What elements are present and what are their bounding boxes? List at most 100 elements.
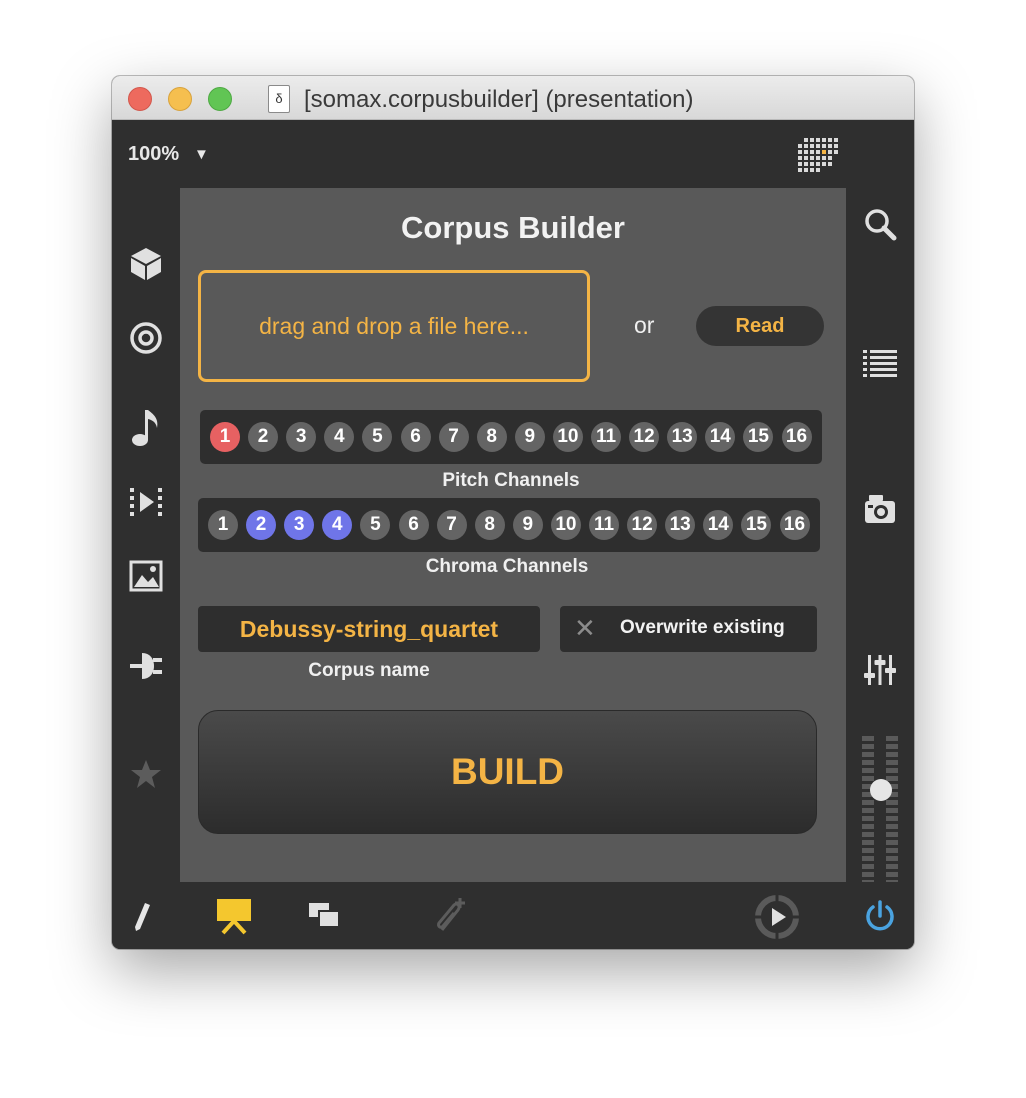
star-icon[interactable] xyxy=(128,756,164,792)
step-play-icon[interactable] xyxy=(128,484,164,520)
pencil-icon[interactable] xyxy=(130,900,154,934)
pitch-channel-button-8[interactable]: 8 xyxy=(476,422,507,452)
meter-segment xyxy=(886,840,898,845)
overwrite-existing-label: Overwrite existing xyxy=(620,617,785,638)
corpus-name-field[interactable]: Debussy-string_quartet xyxy=(198,606,540,652)
chroma-channel-button-3[interactable]: 3 xyxy=(284,510,315,540)
zoom-dropdown-arrow-icon[interactable]: ▼ xyxy=(194,146,209,163)
build-button[interactable]: BUILD xyxy=(198,710,817,834)
meter-segment xyxy=(886,776,898,781)
music-note-icon[interactable] xyxy=(128,410,164,446)
read-button[interactable]: Read xyxy=(696,306,824,346)
title-bar: δ [somax.corpusbuilder] (presentation) xyxy=(112,76,914,120)
meter-segment xyxy=(886,736,898,741)
meter-segment xyxy=(886,832,898,837)
meter-segment xyxy=(886,792,898,797)
pitch-channel-button-6[interactable]: 6 xyxy=(400,422,431,452)
pitch-channel-button-16[interactable]: 16 xyxy=(781,422,812,452)
chroma-channel-button-11[interactable]: 11 xyxy=(589,510,619,540)
pitch-channel-button-7[interactable]: 7 xyxy=(438,422,469,452)
meter-segment xyxy=(862,736,874,741)
pitch-channel-button-9[interactable]: 9 xyxy=(514,422,545,452)
image-icon[interactable] xyxy=(128,558,164,594)
meter-segment xyxy=(886,856,898,861)
pitch-channel-button-13[interactable]: 13 xyxy=(667,422,698,452)
meter-segment xyxy=(886,768,898,773)
chroma-channel-button-13[interactable]: 13 xyxy=(665,510,696,540)
pitch-channel-button-1[interactable]: 1 xyxy=(210,422,240,452)
meter-segment xyxy=(886,800,898,805)
sliders-icon[interactable] xyxy=(862,652,898,688)
page-title: Corpus Builder xyxy=(401,210,625,245)
or-label: or xyxy=(634,312,655,338)
minimize-window-button[interactable] xyxy=(168,87,192,111)
grid-icon[interactable] xyxy=(798,136,840,181)
cube-icon[interactable] xyxy=(128,246,164,282)
meter-segment xyxy=(862,784,874,789)
chroma-channel-button-9[interactable]: 9 xyxy=(512,510,543,540)
meter-segment xyxy=(862,840,874,845)
paperclip-add-icon[interactable] xyxy=(432,896,468,934)
chroma-channel-button-16[interactable]: 16 xyxy=(779,510,810,540)
zoom-window-button[interactable] xyxy=(208,87,232,111)
pitch-channel-button-3[interactable]: 3 xyxy=(286,422,317,452)
meter-segment xyxy=(862,768,874,773)
right-sidebar xyxy=(846,188,914,949)
play-circle-icon[interactable] xyxy=(752,892,802,942)
windows-icon[interactable] xyxy=(306,900,342,932)
plug-icon[interactable] xyxy=(128,648,164,684)
meter-segment xyxy=(862,744,874,749)
document-icon: δ xyxy=(268,85,290,113)
dropzone-label: drag and drop a file here... xyxy=(259,312,529,339)
pitch-channel-button-12[interactable]: 12 xyxy=(629,422,660,452)
meter-segment xyxy=(886,808,898,813)
chroma-channel-button-15[interactable]: 15 xyxy=(741,510,772,540)
app-window: δ [somax.corpusbuilder] (presentation) 1… xyxy=(112,76,914,949)
bottom-toolbar xyxy=(112,882,914,949)
chroma-channel-button-14[interactable]: 14 xyxy=(703,510,734,540)
meter-segment xyxy=(862,824,874,829)
chroma-channel-button-10[interactable]: 10 xyxy=(550,510,581,540)
pitch-channel-button-14[interactable]: 14 xyxy=(705,422,736,452)
chroma-channel-button-7[interactable]: 7 xyxy=(436,510,467,540)
meter-segment xyxy=(862,872,874,877)
close-window-button[interactable] xyxy=(128,87,152,111)
list-icon[interactable] xyxy=(862,346,898,382)
overwrite-existing-toggle[interactable]: ✕ Overwrite existing xyxy=(560,606,817,652)
pitch-channel-button-5[interactable]: 5 xyxy=(362,422,393,452)
chroma-channel-button-5[interactable]: 5 xyxy=(360,510,391,540)
target-icon[interactable] xyxy=(128,320,164,356)
chroma-channel-button-6[interactable]: 6 xyxy=(398,510,429,540)
window-title: [somax.corpusbuilder] (presentation) xyxy=(304,86,694,113)
camera-icon[interactable] xyxy=(862,492,898,528)
corpus-name-value: Debussy-string_quartet xyxy=(239,615,499,642)
corpus-name-label: Corpus name xyxy=(308,660,430,681)
chroma-channels-label: Chroma Channels xyxy=(425,556,589,577)
search-icon[interactable] xyxy=(862,206,898,242)
chroma-channel-button-2[interactable]: 2 xyxy=(246,510,277,540)
chroma-channel-button-1[interactable]: 1 xyxy=(208,510,238,540)
chroma-channel-button-4[interactable]: 4 xyxy=(322,510,353,540)
pitch-channel-button-10[interactable]: 10 xyxy=(552,422,583,452)
zoom-level[interactable]: 100% xyxy=(128,143,180,165)
presentation-icon[interactable] xyxy=(214,896,254,936)
power-icon[interactable] xyxy=(862,898,898,934)
meter-segment xyxy=(886,752,898,757)
meter-segment xyxy=(862,808,874,813)
gain-slider-knob[interactable] xyxy=(870,779,892,801)
pitch-channel-button-4[interactable]: 4 xyxy=(324,422,355,452)
pitch-channel-button-2[interactable]: 2 xyxy=(248,422,279,452)
meter-segment xyxy=(886,784,898,789)
file-dropzone[interactable]: drag and drop a file here... xyxy=(198,270,590,382)
meter-segment xyxy=(862,856,874,861)
chroma-channel-button-8[interactable]: 8 xyxy=(474,510,505,540)
meter-segment xyxy=(862,864,874,869)
chroma-channel-button-12[interactable]: 12 xyxy=(627,510,658,540)
meter-segment xyxy=(862,776,874,781)
pitch-channel-button-15[interactable]: 15 xyxy=(743,422,774,452)
pitch-channel-button-11[interactable]: 11 xyxy=(591,422,621,452)
meter-segment xyxy=(886,744,898,749)
meter-segment xyxy=(862,760,874,765)
